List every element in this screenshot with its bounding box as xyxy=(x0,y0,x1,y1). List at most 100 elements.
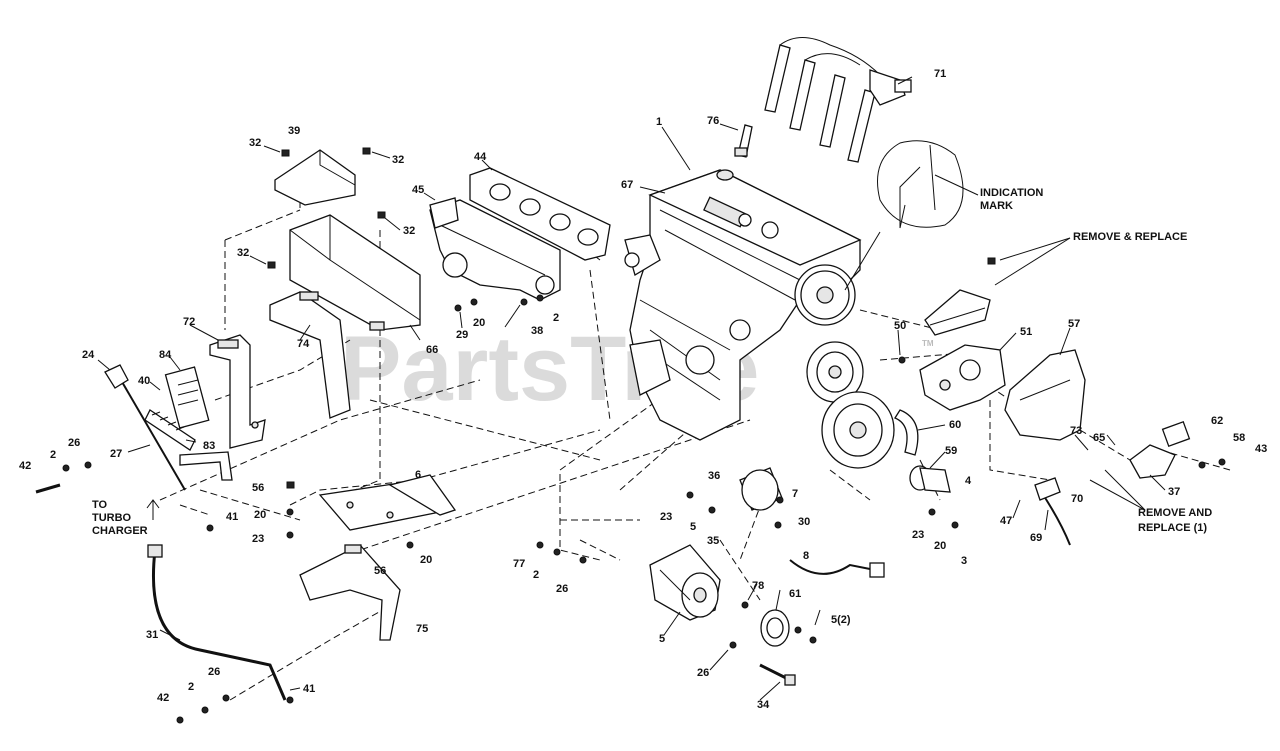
callout: 84 xyxy=(159,349,172,361)
alternator-pulley xyxy=(760,609,790,647)
bracket-51 xyxy=(919,344,1006,411)
callout: 2 xyxy=(50,449,56,461)
bracket-57 xyxy=(1004,349,1086,441)
notes: INDICATION MARK REMOVE & REPLACE REMOVE … xyxy=(92,187,1212,537)
callout: 83 xyxy=(203,440,215,452)
alternator-bolt xyxy=(759,663,796,686)
callout: 2 xyxy=(533,569,539,581)
callout: 32 xyxy=(392,154,404,166)
callout: 8 xyxy=(803,550,809,562)
callout: 39 xyxy=(288,125,300,137)
callout: 5 xyxy=(659,633,665,645)
callout: 32 xyxy=(403,225,415,237)
alternator xyxy=(649,544,721,621)
timing-pulley xyxy=(794,264,856,326)
callout: 40 xyxy=(138,375,150,387)
callout: 31 xyxy=(146,629,158,641)
callout: 5(2) xyxy=(831,614,851,626)
callout: 66 xyxy=(426,344,438,356)
callout: 20 xyxy=(934,540,946,552)
turbo-oil-tube xyxy=(147,544,287,701)
callout: 76 xyxy=(707,115,719,127)
callout: 7 xyxy=(792,488,798,500)
callout: 41 xyxy=(226,511,238,523)
callout: 75 xyxy=(416,623,428,635)
callout: 45 xyxy=(412,184,424,196)
note-to-turbo-line1: TO xyxy=(92,499,108,511)
callout: 4 xyxy=(965,475,972,487)
idler-59 xyxy=(909,465,951,493)
callout: 62 xyxy=(1211,415,1223,427)
callout: 34 xyxy=(757,699,770,711)
callout: 73 xyxy=(1070,425,1082,437)
engine-block xyxy=(624,169,862,441)
callout: 74 xyxy=(297,338,310,350)
callout: 26 xyxy=(556,583,568,595)
callout: 37 xyxy=(1168,486,1180,498)
note-indication-mark-line1: INDICATION xyxy=(980,187,1043,199)
fasteners xyxy=(35,147,1226,724)
callout: 69 xyxy=(1030,532,1042,544)
sensor-37 xyxy=(1129,420,1191,479)
callout: 32 xyxy=(249,137,261,149)
sensor-wire xyxy=(789,559,885,578)
label-84 xyxy=(164,366,210,429)
callout: 2 xyxy=(553,312,559,324)
callout: 30 xyxy=(798,516,810,528)
dipstick xyxy=(104,364,233,491)
note-remove-replace: REMOVE & REPLACE xyxy=(1073,231,1187,243)
spark-plug xyxy=(734,124,753,158)
leader-lines xyxy=(97,76,1166,701)
callout: 47 xyxy=(1000,515,1012,527)
callout: 26 xyxy=(208,666,220,678)
callout: 61 xyxy=(789,588,801,600)
callout: 27 xyxy=(110,448,122,460)
callout: 2 xyxy=(188,681,194,693)
callout: 56 xyxy=(374,565,386,577)
callout: 1 xyxy=(656,116,662,128)
callout: 20 xyxy=(473,317,485,329)
timing-cover-50 xyxy=(924,289,991,336)
note-remove-replace-1-line1: REMOVE AND xyxy=(1138,507,1212,519)
sensor-wire-69 xyxy=(1034,477,1071,546)
callout: 67 xyxy=(621,179,633,191)
trademark-mark: TM xyxy=(922,339,934,348)
callout: 26 xyxy=(68,437,80,449)
callout: 50 xyxy=(894,320,906,332)
callout: 71 xyxy=(934,68,946,80)
callout: 20 xyxy=(420,554,432,566)
callout: 42 xyxy=(19,460,31,472)
note-remove-replace-1-line2: REPLACE (1) xyxy=(1138,522,1207,534)
callouts: 1 71 76 67 44 45 39 32 32 32 32 29 20 38… xyxy=(19,68,1267,711)
crank-pulleys xyxy=(806,341,895,469)
callout: 32 xyxy=(237,247,249,259)
callout: 70 xyxy=(1071,493,1083,505)
bracket-75 xyxy=(299,544,401,641)
callout: 24 xyxy=(82,349,95,361)
callout: 60 xyxy=(949,419,961,431)
callout: 5 xyxy=(690,521,696,533)
callout: 23 xyxy=(912,529,924,541)
exhaust-manifold xyxy=(429,197,561,301)
callout: 42 xyxy=(157,692,169,704)
callout: 36 xyxy=(708,470,720,482)
callout: 26 xyxy=(697,667,709,679)
bracket-6 xyxy=(318,474,457,531)
callout: 78 xyxy=(752,580,764,592)
note-indication-mark-line2: MARK xyxy=(980,200,1013,212)
callout: 41 xyxy=(303,683,315,695)
seal-60 xyxy=(894,409,919,456)
bracket-72 xyxy=(209,334,266,449)
callout: 44 xyxy=(474,151,487,163)
callout: 58 xyxy=(1233,432,1245,444)
cover-66 xyxy=(289,214,421,331)
callout: 65 xyxy=(1093,432,1105,444)
callout: 57 xyxy=(1068,318,1080,330)
oil-filter xyxy=(739,467,783,511)
callout: 23 xyxy=(252,533,264,545)
callout: 38 xyxy=(531,325,543,337)
callout: 6 xyxy=(415,469,421,481)
callout: 20 xyxy=(254,509,266,521)
callout: 23 xyxy=(660,511,672,523)
callout: 77 xyxy=(513,558,525,570)
